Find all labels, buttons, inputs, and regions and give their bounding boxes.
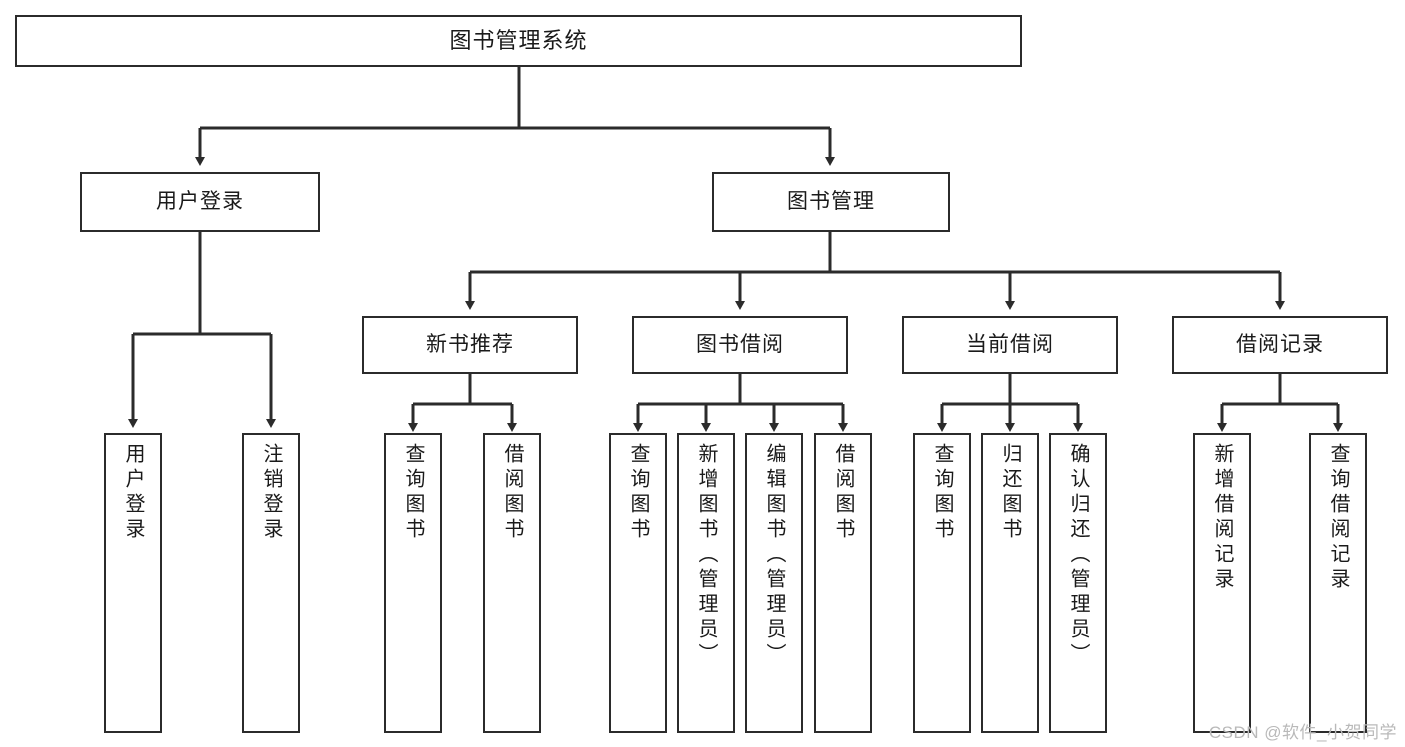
node-label: 借阅图书 — [501, 443, 523, 543]
node-new-book-recommend[interactable]: 新书推荐 — [362, 316, 578, 374]
leaf-user-login[interactable]: 用户登录 — [104, 433, 162, 733]
leaf-logout-login[interactable]: 注销登录 — [242, 433, 300, 733]
node-label: 图书管理 — [787, 189, 875, 213]
node-user-login[interactable]: 用户登录 — [80, 172, 320, 232]
node-label: 当前借阅 — [966, 332, 1054, 356]
node-label: 借阅记录 — [1236, 332, 1324, 356]
node-label: 新书推荐 — [426, 332, 514, 356]
node-label: 图书借阅 — [696, 332, 784, 356]
watermark: CSDN @软件_小贺同学 — [1208, 723, 1397, 742]
node-label: 查询图书 — [402, 443, 424, 543]
node-book-manage[interactable]: 图书管理 — [712, 172, 950, 232]
node-label: 用户登录 — [156, 189, 244, 213]
node-label: 用户登录 — [122, 443, 144, 543]
node-label: 编辑图书（管理员） — [763, 443, 785, 668]
node-label: 新增借阅记录 — [1211, 443, 1233, 593]
node-root-system[interactable]: 图书管理系统 — [15, 15, 1022, 67]
leaf-borrow-book-recommend[interactable]: 借阅图书 — [483, 433, 541, 733]
node-label: 借阅图书 — [832, 443, 854, 543]
leaf-query-book-current[interactable]: 查询图书 — [913, 433, 971, 733]
node-borrow-record[interactable]: 借阅记录 — [1172, 316, 1388, 374]
node-current-borrow[interactable]: 当前借阅 — [902, 316, 1118, 374]
node-label: 图书管理系统 — [449, 28, 588, 54]
node-label: 查询图书 — [931, 443, 953, 543]
node-label: 查询图书 — [627, 443, 649, 543]
leaf-return-book[interactable]: 归还图书 — [981, 433, 1039, 733]
leaf-query-borrow-record[interactable]: 查询借阅记录 — [1309, 433, 1367, 733]
leaf-query-book-recommend[interactable]: 查询图书 — [384, 433, 442, 733]
leaf-edit-book[interactable]: 编辑图书（管理员） — [745, 433, 803, 733]
node-label: 确认归还（管理员） — [1067, 443, 1089, 668]
node-label: 查询借阅记录 — [1327, 443, 1349, 593]
node-book-borrow[interactable]: 图书借阅 — [632, 316, 848, 374]
node-label: 归还图书 — [999, 443, 1021, 543]
leaf-borrow-book[interactable]: 借阅图书 — [814, 433, 872, 733]
leaf-query-book-borrow[interactable]: 查询图书 — [609, 433, 667, 733]
node-label: 新增图书（管理员） — [695, 443, 717, 668]
leaf-add-borrow-record[interactable]: 新增借阅记录 — [1193, 433, 1251, 733]
node-label: 注销登录 — [260, 443, 282, 543]
leaf-add-book[interactable]: 新增图书（管理员） — [677, 433, 735, 733]
leaf-confirm-return[interactable]: 确认归还（管理员） — [1049, 433, 1107, 733]
